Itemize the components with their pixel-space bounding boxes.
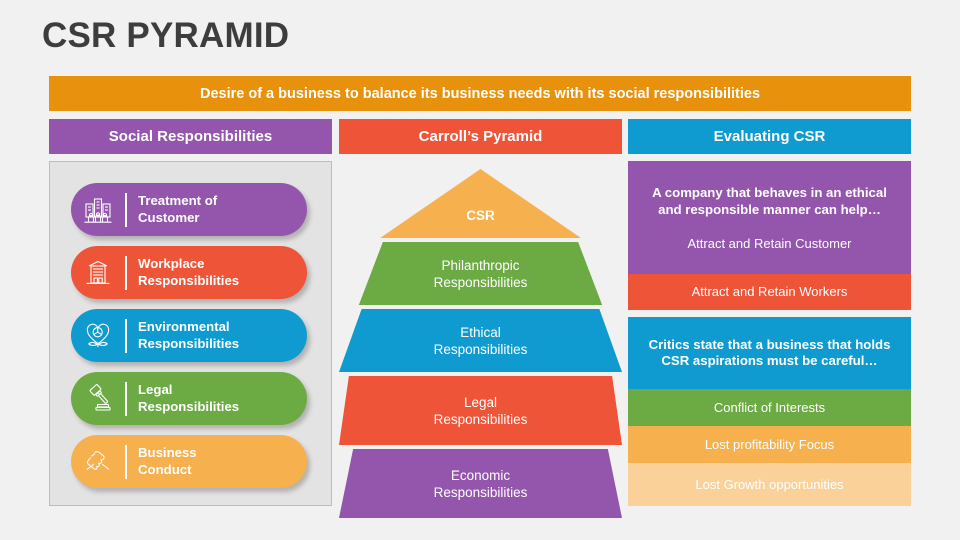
label-line-1: Environmental [138,319,230,334]
list-item-label: Environmental Responsibilities [138,319,245,352]
label-line-2: Responsibilities [433,341,528,357]
list-item-label: Legal Responsibilities [138,382,245,415]
evaluating-csr-panel: A company that behaves in an ethical and… [628,161,911,506]
pyramid-tier-label: Ethical Responsibilities [434,324,528,358]
handshake-icon [71,447,125,477]
pyramid-tier-label: Economic Responsibilities [434,467,528,501]
list-item-treatment-of-customer[interactable]: Treatment of Customer [71,183,307,236]
evaluating-negative-item-lost-growth-opportunities[interactable]: Lost Growth opportunities [628,463,911,506]
subtitle-banner-text: Desire of a business to balance its busi… [199,85,761,102]
label-line-2: Responsibilities [433,484,528,500]
evaluating-positive-item-1: Attract and Retain Customer [687,236,852,251]
column-header-evaluating-csr: Evaluating CSR [628,119,911,154]
list-item-label: Business Conduct [138,445,203,478]
label-line-2: Conduct [138,461,192,477]
label-line-1: Treatment of [138,193,218,208]
pyramid-tier-label: CSR [466,208,495,223]
evaluating-negative-heading-block[interactable]: Critics state that a business that holds… [628,317,911,389]
label-line-2: Responsibilities [433,274,528,290]
page-title: CSR PYRAMID [42,16,290,55]
pyramid-tier-label: Philanthropic Responsibilities [434,257,528,291]
list-item-label: Workplace Responsibilities [138,256,245,289]
evaluating-negative-item-conflict-of-interests[interactable]: Conflict of Interests [628,389,911,426]
pyramid-tier-philanthropic[interactable]: Philanthropic Responsibilities [358,242,603,305]
list-item-workplace-responsibilities[interactable]: Workplace Responsibilities [71,246,307,299]
label-line-1: Legal [138,382,173,397]
pill-divider [125,318,127,353]
pyramid-tier-economic[interactable]: Economic Responsibilities [339,449,622,518]
label-line-2: Responsibilities [138,398,240,414]
evaluating-positive-item-2-label: Attract and Retain Workers [691,284,848,299]
label-line-2: Responsibilities [138,272,240,288]
pill-divider [125,381,127,416]
column-header-social-responsibilities: Social Responsibilities [49,119,332,154]
list-item-environmental-responsibilities[interactable]: Environmental Responsibilities [71,309,307,362]
office-building-icon [71,258,125,288]
pill-divider [125,192,127,227]
label-line-1: Philanthropic [441,257,520,273]
column-header-middle-label: Carroll’s Pyramid [418,128,543,145]
evaluating-negative-item-label: Conflict of Interests [713,399,826,415]
pyramid-tier-legal[interactable]: Legal Responsibilities [339,376,622,445]
pill-divider [125,255,127,290]
label-line-1: Business [138,445,197,460]
label-line-1: Ethical [460,324,501,340]
pyramid-tier-ethical[interactable]: Ethical Responsibilities [339,309,622,372]
pill-divider [125,444,127,479]
column-header-carrolls-pyramid: Carroll’s Pyramid [339,119,622,154]
carrolls-pyramid-diagram: CSR Philanthropic Responsibilities Ethic… [339,161,622,518]
list-item-business-conduct[interactable]: Business Conduct [71,435,307,488]
column-header-right-label: Evaluating CSR [713,128,826,145]
list-item-label: Treatment of Customer [138,193,223,226]
evaluating-negative-item-label: Lost profitability Focus [704,436,835,452]
pyramid-tier-csr[interactable]: CSR [380,169,581,238]
subtitle-banner: Desire of a business to balance its busi… [49,76,911,111]
eco-heart-globe-icon [71,321,125,351]
evaluating-negative-heading: Critics state that a business that holds… [648,336,891,369]
label-line-2: Customer [138,209,200,225]
evaluating-negative-item-label: Lost Growth opportunities [695,476,844,492]
label-line-1: Legal [463,394,498,410]
gavel-icon [71,383,125,414]
label-line-2: Responsibilities [433,411,528,427]
evaluating-positive-block[interactable]: A company that behaves in an ethical and… [628,161,911,274]
label-line-1: Economic [450,467,511,483]
list-item-legal-responsibilities[interactable]: Legal Responsibilities [71,372,307,425]
social-responsibilities-panel: Treatment of Customer Workplace [49,161,332,506]
label-line-1: Workplace [138,256,205,271]
label-line-2: Responsibilities [138,335,240,351]
pyramid-tier-label: Legal Responsibilities [434,394,528,428]
evaluating-positive-item-2[interactable]: Attract and Retain Workers [628,274,911,310]
column-header-left-label: Social Responsibilities [108,128,273,145]
city-buildings-icon [71,195,125,225]
evaluating-negative-item-lost-profitability-focus[interactable]: Lost profitability Focus [628,426,911,463]
evaluating-positive-heading: A company that behaves in an ethical and… [652,185,887,217]
